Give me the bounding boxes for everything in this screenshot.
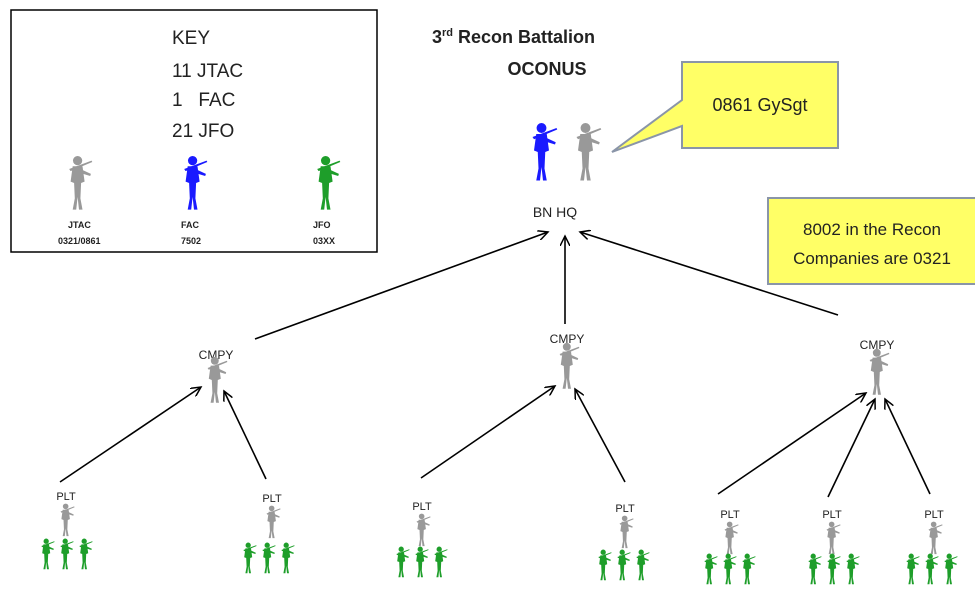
plt6-jfo-icon-c [846,553,860,585]
hq-fac-soldier-icon [532,123,558,181]
key-heading: KEY [172,28,210,49]
plt4-jfo-icon-a [598,549,612,581]
plt-node-3: PLT [396,501,448,578]
plt6-leader-icon [826,521,841,555]
recon-callout-line2: Companies are 0321 [793,249,951,268]
arrow-cmpy1-hq [254,232,548,340]
plt4-jfo-icon-b [617,549,631,581]
plt3-jfo-icon-a [396,546,410,578]
cmpy3-soldier-icon [869,348,890,395]
arrow-plt2-cmpy1 [224,391,267,480]
page-title: 3rd Recon Battalion [432,27,595,47]
plt4-leader-icon [619,515,634,549]
plt2-leader-icon [266,505,281,539]
plt7-jfo-icon-c [944,553,958,585]
arrow-plt4-cmpy2 [575,389,626,483]
page-subtitle: OCONUS [507,59,586,79]
plt-label-3: PLT [412,501,432,513]
plt2-jfo-icon-a [243,542,257,574]
legend-role-jtac: JTAC [68,220,91,230]
legend-code-fac: 7502 [181,236,201,246]
plt7-jfo-icon-a [906,553,920,585]
plt1-leader-icon [60,503,75,537]
plt-label-2: PLT [262,493,282,505]
gysgt-callout [611,61,839,153]
plt-label-5: PLT [720,509,740,521]
plt-node-4: PLT [598,503,650,581]
gysgt-callout-text: 0861 GySgt [712,95,807,115]
plt5-leader-icon [724,521,739,555]
legend-role-fac: FAC [181,220,200,230]
plt3-jfo-icon-b [415,546,429,578]
key-box [10,9,378,253]
cmpy-label-1: CMPY [199,348,234,362]
plt-node-7: PLT [906,509,958,585]
key-line-fac: 1 FAC [172,90,235,111]
plt-node-6: PLT [808,509,860,585]
key-line-jfo: 21 JFO [172,121,234,142]
cmpy2-soldier-icon [559,342,580,389]
plt-node-5: PLT [704,509,756,585]
recon-callout-line1: 8002 in the Recon [803,220,941,239]
plt-label-1: PLT [56,491,76,503]
plt-label-6: PLT [822,509,842,521]
cmpy1-soldier-icon [207,356,228,403]
plt-label-7: PLT [924,509,944,521]
plt2-jfo-icon-b [262,542,276,574]
plt3-leader-icon [416,513,431,547]
key-line-jtac: 11 JTAC [172,61,243,82]
plt1-jfo-icon-a [41,538,55,570]
arrow-cmpy3-hq [580,232,839,316]
arrow-plt1-cmpy1 [59,387,201,483]
arrow-plt7-cmpy3 [885,399,931,495]
plt2-jfo-icon-c [281,542,295,574]
title-superscript: rd [442,27,453,39]
title-rest: Recon Battalion [453,27,595,47]
plt5-jfo-icon-b [723,553,737,585]
plt6-jfo-icon-a [808,553,822,585]
plt3-jfo-icon-c [434,546,448,578]
cmpy-label-2: CMPY [550,332,585,346]
cmpy-label-3: CMPY [860,338,895,352]
plt1-jfo-icon-b [60,538,74,570]
plt5-jfo-icon-a [704,553,718,585]
plt7-leader-icon [928,521,943,555]
recon-callout [767,197,975,285]
plt7-jfo-icon-b [925,553,939,585]
legend-role-jfo: JFO [313,220,331,230]
plt-label-4: PLT [615,503,635,515]
plt-node-1: PLT [41,491,93,570]
plt4-jfo-icon-c [636,549,650,581]
plt6-jfo-icon-b [827,553,841,585]
plt1-jfo-icon-c [79,538,93,570]
plt5-jfo-icon-c [742,553,756,585]
legend-code-jfo: 03XX [313,236,335,246]
arrow-plt6-cmpy3 [827,399,875,498]
arrow-plt5-cmpy3 [717,393,866,495]
legend-code-jtac: 0321/0861 [58,236,101,246]
hq-jtac-soldier-icon [576,123,602,181]
arrow-plt3-cmpy2 [420,386,555,479]
title-number: 3 [432,27,442,47]
bn-hq-label: BN HQ [533,204,577,220]
plt-node-2: PLT [243,493,295,574]
